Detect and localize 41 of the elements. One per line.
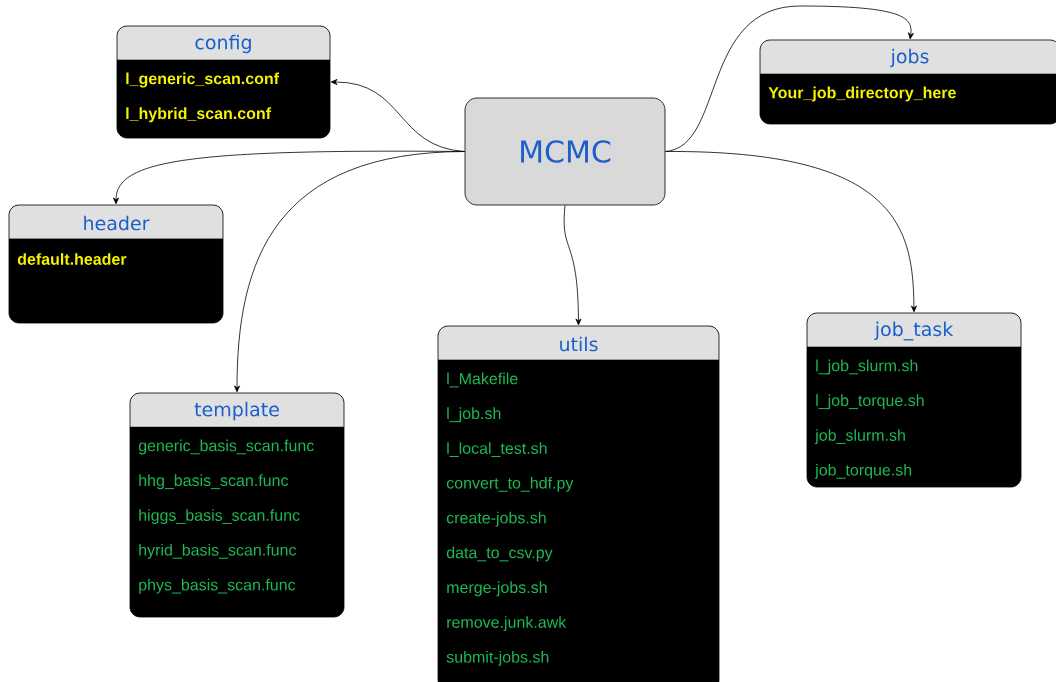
folder-name: header — [84, 215, 150, 231]
file-name: l_job_torque.sh — [816, 394, 924, 410]
folder-box — [129, 392, 345, 618]
file-name: convert_to_hdf.py — [446, 476, 574, 492]
folder-box — [437, 325, 720, 682]
file-name: generic_basis_scan.func — [138, 439, 314, 455]
file-name: l_local_test.sh — [447, 442, 547, 457]
box-title: MCMC — [521, 140, 611, 163]
file-name: l_generic_scan.conf — [126, 72, 280, 88]
folder-box — [8, 204, 224, 324]
file-name: job_torque.sh — [814, 463, 912, 479]
folder-name: template — [194, 401, 279, 421]
arrow — [330, 79, 465, 152]
file-name: default.header — [17, 253, 127, 265]
folder-name: config — [195, 34, 251, 54]
file-name: merge-jobs.sh — [447, 581, 547, 597]
arrow — [665, 151, 917, 313]
file-name: l_hybrid_scan.conf — [126, 107, 272, 123]
file-name: l_job.sh — [447, 407, 501, 423]
file-name: submit-jobs.sh — [446, 650, 549, 666]
file-name: Your_job_directory_here — [768, 86, 956, 102]
folder-name: utils — [560, 336, 598, 352]
folder-name: job_task — [874, 321, 954, 341]
file-name: l_Makefile — [447, 372, 518, 388]
file-name: remove.junk.awk — [447, 616, 567, 632]
process-box — [464, 97, 666, 206]
arrow — [563, 205, 582, 326]
file-name: data_to_csv.py — [446, 546, 553, 562]
folder-box — [759, 39, 1056, 125]
file-name: create-jobs.sh — [446, 511, 546, 527]
file-name: higgs_basis_scan.func — [139, 509, 300, 525]
file-name: phys_basis_scan.func — [139, 578, 296, 594]
folder-box — [806, 312, 1022, 488]
arrow — [234, 151, 465, 393]
folder-name: jobs — [890, 48, 929, 68]
file-name: job_slurm.sh — [814, 429, 905, 445]
file-name: l_job_slurm.sh — [816, 359, 918, 375]
folder-box — [116, 25, 331, 139]
arrow — [665, 5, 914, 152]
file-name: hyrid_basis_scan.func — [139, 543, 297, 559]
file-name: hhg_basis_scan.func — [139, 474, 289, 490]
